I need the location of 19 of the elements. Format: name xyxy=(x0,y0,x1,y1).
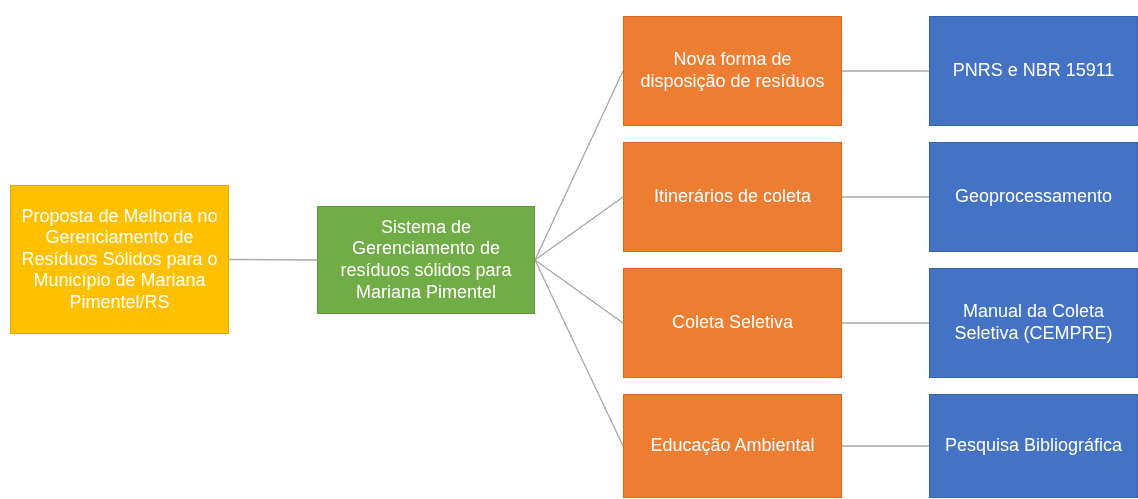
action-box: Coleta Seletiva xyxy=(623,268,842,378)
connector-line xyxy=(534,259,624,324)
connector-line xyxy=(534,70,624,261)
source-box: Geoprocessamento xyxy=(929,142,1138,252)
action-box: Itinerários de coleta xyxy=(623,142,842,252)
connector-line xyxy=(841,322,930,324)
connector-line xyxy=(841,70,930,72)
connector-line xyxy=(841,445,930,447)
system-box: Sistema de Gerenciamento de resíduos sólidos para Mariana Pimentel xyxy=(317,206,535,314)
connector-line xyxy=(841,196,930,198)
source-box: PNRS e NBR 15911 xyxy=(929,16,1138,126)
connector-line xyxy=(534,259,624,447)
action-box: Educação Ambiental xyxy=(623,394,842,498)
action-box: Nova forma de disposição de resíduos xyxy=(623,16,842,126)
source-box: Manual da Coleta Seletiva (CEMPRE) xyxy=(929,268,1138,378)
source-box: Pesquisa Bibliográfica xyxy=(929,394,1138,498)
connector-line xyxy=(228,258,318,261)
goal-box: Proposta de Melhoria no Gerenciamento de Resíduos Sólidos para o Município de Mariana Pimentel/RS xyxy=(10,185,229,334)
connector-line xyxy=(534,196,624,261)
